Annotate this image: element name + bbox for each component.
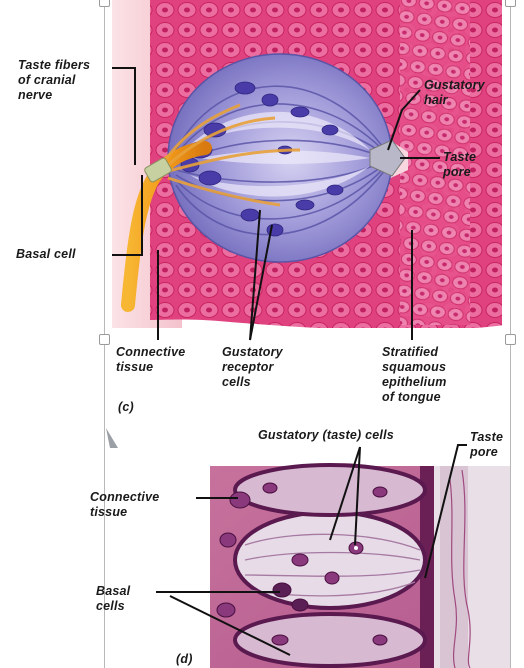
label-connective-tissue-d: Connective tissue [90, 490, 159, 520]
label-gustatory-hair: Gustatory hair [424, 78, 485, 108]
arrow-marker [106, 428, 118, 448]
label-taste-pore-d: Taste pore [470, 430, 503, 460]
label-basal-cells: Basal cells [96, 584, 130, 614]
label-connective-tissue-c: Connective tissue [116, 345, 185, 375]
label-gustatory-taste-cells: Gustatory (taste) cells [258, 428, 394, 443]
label-taste-fibers: Taste fibers of cranial nerve [18, 58, 90, 103]
label-stratified-epithelium: Stratified squamous epithelium of tongue [382, 345, 447, 405]
label-gustatory-receptor-cells: Gustatory receptor cells [222, 345, 283, 390]
label-basal-cell: Basal cell [16, 247, 76, 262]
panel-letter-d: (d) [176, 652, 193, 667]
panel-letter-c: (c) [118, 400, 134, 415]
label-taste-pore-c: Taste pore [443, 150, 476, 180]
